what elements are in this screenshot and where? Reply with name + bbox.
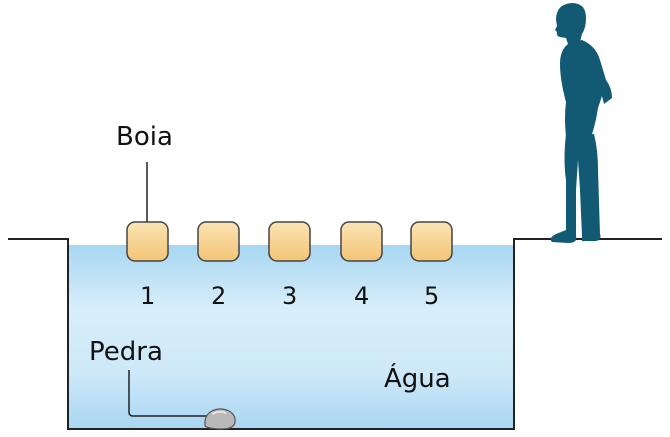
- buoy-1: [126, 221, 169, 262]
- buoy-4: [340, 221, 383, 262]
- buoy-5: [410, 221, 453, 262]
- buoy-2: [197, 221, 240, 262]
- buoy-number-2: 2: [211, 282, 227, 310]
- stone-pointer-line: [128, 370, 210, 417]
- stone-highlight: [211, 410, 227, 415]
- tank-outline: [8, 238, 662, 430]
- buoy-3: [268, 221, 311, 262]
- person-silhouette: [550, 3, 612, 243]
- water-label: Água: [384, 364, 451, 394]
- stone-label: Pedra: [89, 337, 163, 367]
- buoy-number-1: 1: [140, 282, 156, 310]
- water: [68, 245, 514, 429]
- buoy-number-4: 4: [354, 282, 370, 310]
- buoy-number-5: 5: [424, 282, 440, 310]
- buoy-number-3: 3: [282, 282, 298, 310]
- buoy-label: Boia: [116, 122, 173, 152]
